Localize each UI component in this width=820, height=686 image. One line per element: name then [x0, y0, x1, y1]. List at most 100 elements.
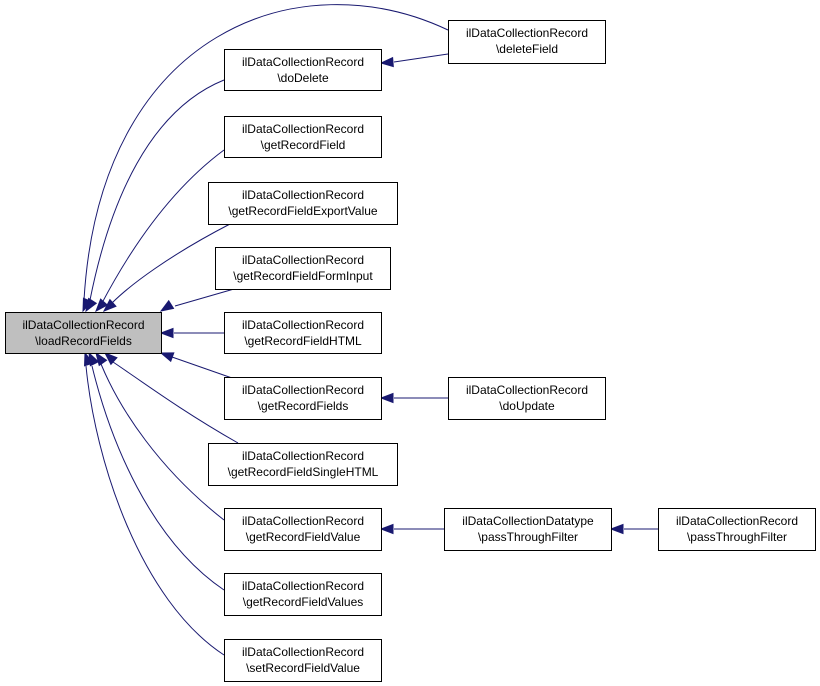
- node-box[interactable]: [208, 443, 398, 486]
- edge-getRecordField-to-loadRecordFields: [95, 149, 225, 313]
- node-box[interactable]: [215, 247, 391, 290]
- node-method-label: \doUpdate: [499, 399, 555, 413]
- edge-line: [89, 79, 225, 301]
- node-setRecordFieldValue[interactable]: ilDataCollectionRecord\setRecordFieldVal…: [224, 639, 382, 682]
- node-method-label: \getRecordFieldValues: [243, 595, 364, 609]
- nodes-layer: ilDataCollectionRecord\loadRecordFieldsi…: [5, 20, 816, 682]
- node-class-label: ilDataCollectionRecord: [242, 318, 364, 332]
- node-class-label: ilDataCollectionRecord: [242, 449, 364, 463]
- node-class-label: ilDataCollectionRecord: [242, 188, 364, 202]
- node-method-label: \deleteField: [496, 42, 558, 56]
- node-doDelete[interactable]: ilDataCollectionRecord \doDelete: [224, 49, 382, 91]
- node-box[interactable]: [224, 639, 382, 682]
- node-class-label: ilDataCollectionRecord: [466, 26, 588, 40]
- edges-layer: [82, 4, 658, 656]
- edge-datatypePassThroughFilter-to-getRecordFieldValue: [379, 523, 444, 535]
- node-box[interactable]: [224, 377, 382, 420]
- node-getRecordFieldValue[interactable]: ilDataCollectionRecord \getRecordFieldVal…: [224, 508, 382, 551]
- node-getRecordField[interactable]: ilDataCollectionRecord \getRecordField: [224, 116, 382, 158]
- node-getRecordFieldSingleHTML[interactable]: ilDataCollectionRecord \getRecordFieldSin…: [208, 443, 398, 486]
- node-box[interactable]: [224, 573, 382, 616]
- node-deleteField[interactable]: ilDataCollectionRecord \deleteField: [448, 20, 606, 64]
- node-box[interactable]: [448, 20, 606, 64]
- arrowhead-icon: [103, 352, 118, 366]
- arrowhead-icon: [159, 299, 175, 312]
- arrowhead-icon: [379, 523, 394, 535]
- arrowhead-icon: [379, 56, 394, 68]
- edge-getRecordFieldHTML-to-loadRecordFields: [159, 327, 224, 339]
- node-box[interactable]: [224, 508, 382, 551]
- edge-line: [85, 365, 225, 656]
- node-class-label: ilDataCollectionRecord: [242, 122, 364, 136]
- edge-line: [83, 4, 449, 301]
- node-method-label: \getRecordFieldFormInput: [233, 269, 373, 283]
- node-method-label: \getRecordFieldValue: [246, 530, 361, 544]
- arrowhead-icon: [95, 298, 109, 313]
- node-method-label: \getRecordFieldExportValue: [228, 204, 378, 218]
- edge-line: [174, 288, 235, 307]
- node-class-label: ilDataCollectionRecord: [676, 514, 798, 528]
- arrowhead-icon: [83, 351, 94, 367]
- arrowhead-icon: [159, 352, 175, 363]
- edge-deleteField-to-loadRecordFields: [82, 4, 449, 313]
- edge-line: [171, 356, 233, 379]
- edge-deleteField-to-doDelete: [379, 53, 449, 68]
- edge-line: [111, 223, 231, 304]
- node-method-label: \passThroughFilter: [478, 530, 578, 544]
- arrowhead-icon: [159, 327, 174, 339]
- edge-getRecordFieldFormInput-to-loadRecordFields: [159, 288, 235, 312]
- node-method-label: \getRecordField: [261, 138, 346, 152]
- edge-line: [100, 363, 225, 521]
- edge-line: [101, 149, 225, 304]
- node-method-label: \getRecordFieldSingleHTML: [228, 465, 379, 479]
- node-box[interactable]: [224, 312, 382, 354]
- edge-line: [112, 361, 239, 444]
- edge-getRecordFieldValues-to-loadRecordFields: [88, 351, 225, 591]
- node-method-label: \getRecordFields: [258, 399, 349, 413]
- node-box[interactable]: [448, 377, 606, 420]
- edge-line: [393, 53, 449, 63]
- node-box[interactable]: [5, 312, 162, 354]
- node-getRecordFieldExportValue[interactable]: ilDataCollectionRecord \getRecordFieldExp…: [208, 182, 398, 225]
- arrowhead-icon: [609, 523, 624, 535]
- edge-getRecordFieldValue-to-loadRecordFields: [95, 351, 225, 521]
- node-box[interactable]: [208, 182, 398, 225]
- node-method-label: \passThroughFilter: [687, 530, 787, 544]
- node-box[interactable]: [444, 508, 612, 551]
- edge-getRecordFields-to-loadRecordFields: [159, 352, 233, 379]
- arrowhead-icon: [95, 351, 108, 367]
- node-class-label: ilDataCollectionRecord: [22, 318, 144, 332]
- edge-line: [91, 365, 225, 591]
- node-class-label: ilDataCollectionRecord: [242, 579, 364, 593]
- arrowhead-icon: [102, 298, 117, 312]
- node-box[interactable]: [658, 508, 816, 551]
- node-class-label: ilDataCollectionDatatype: [462, 514, 594, 528]
- node-getRecordFields[interactable]: ilDataCollectionRecord \getRecordFields: [224, 377, 382, 420]
- node-loadRecordFields[interactable]: ilDataCollectionRecord \loadRecordFields: [5, 312, 162, 354]
- node-class-label: ilDataCollectionRecord: [466, 383, 588, 397]
- node-recordPassThroughFilter[interactable]: ilDataCollectionRecord \passThroughFilter: [658, 508, 816, 551]
- node-class-label: ilDataCollectionRecord: [242, 514, 364, 528]
- edge-doDelete-to-loadRecordFields: [85, 79, 225, 313]
- arrowhead-icon: [379, 392, 394, 404]
- node-method-label: \loadRecordFields: [35, 334, 132, 348]
- edge-getRecordFieldExportValue-to-loadRecordFields: [102, 223, 231, 312]
- node-datatypePassThroughFilter[interactable]: ilDataCollectionDatatype \passThroughFilt…: [444, 508, 612, 551]
- node-class-label: ilDataCollectionRecord: [242, 383, 364, 397]
- node-getRecordFieldValues[interactable]: ilDataCollectionRecord \getRecordFieldVal…: [224, 573, 382, 616]
- node-class-label: ilDataCollectionRecord: [242, 55, 364, 69]
- node-box[interactable]: [224, 116, 382, 158]
- edge-recordPassThroughFilter-to-datatypePassThroughFilter: [609, 523, 658, 535]
- node-box[interactable]: [224, 49, 382, 91]
- node-method-label: \doDelete: [277, 71, 329, 85]
- node-method-label: \getRecordFieldHTML: [244, 334, 362, 348]
- edge-setRecordFieldValue-to-loadRecordFields: [83, 351, 225, 656]
- node-class-label: ilDataCollectionRecord: [242, 253, 364, 267]
- node-getRecordFieldFormInput[interactable]: ilDataCollectionRecord \getRecordFieldFor…: [215, 247, 391, 290]
- edge-doUpdate-to-getRecordFields: [379, 392, 448, 404]
- edge-getRecordFieldSingleHTML-to-loadRecordFields: [103, 352, 239, 444]
- node-getRecordFieldHTML[interactable]: ilDataCollectionRecord \getRecordFieldHTM…: [224, 312, 382, 354]
- node-class-label: ilDataCollectionRecord: [242, 645, 364, 659]
- node-doUpdate[interactable]: ilDataCollectionRecord \doUpdate: [448, 377, 606, 420]
